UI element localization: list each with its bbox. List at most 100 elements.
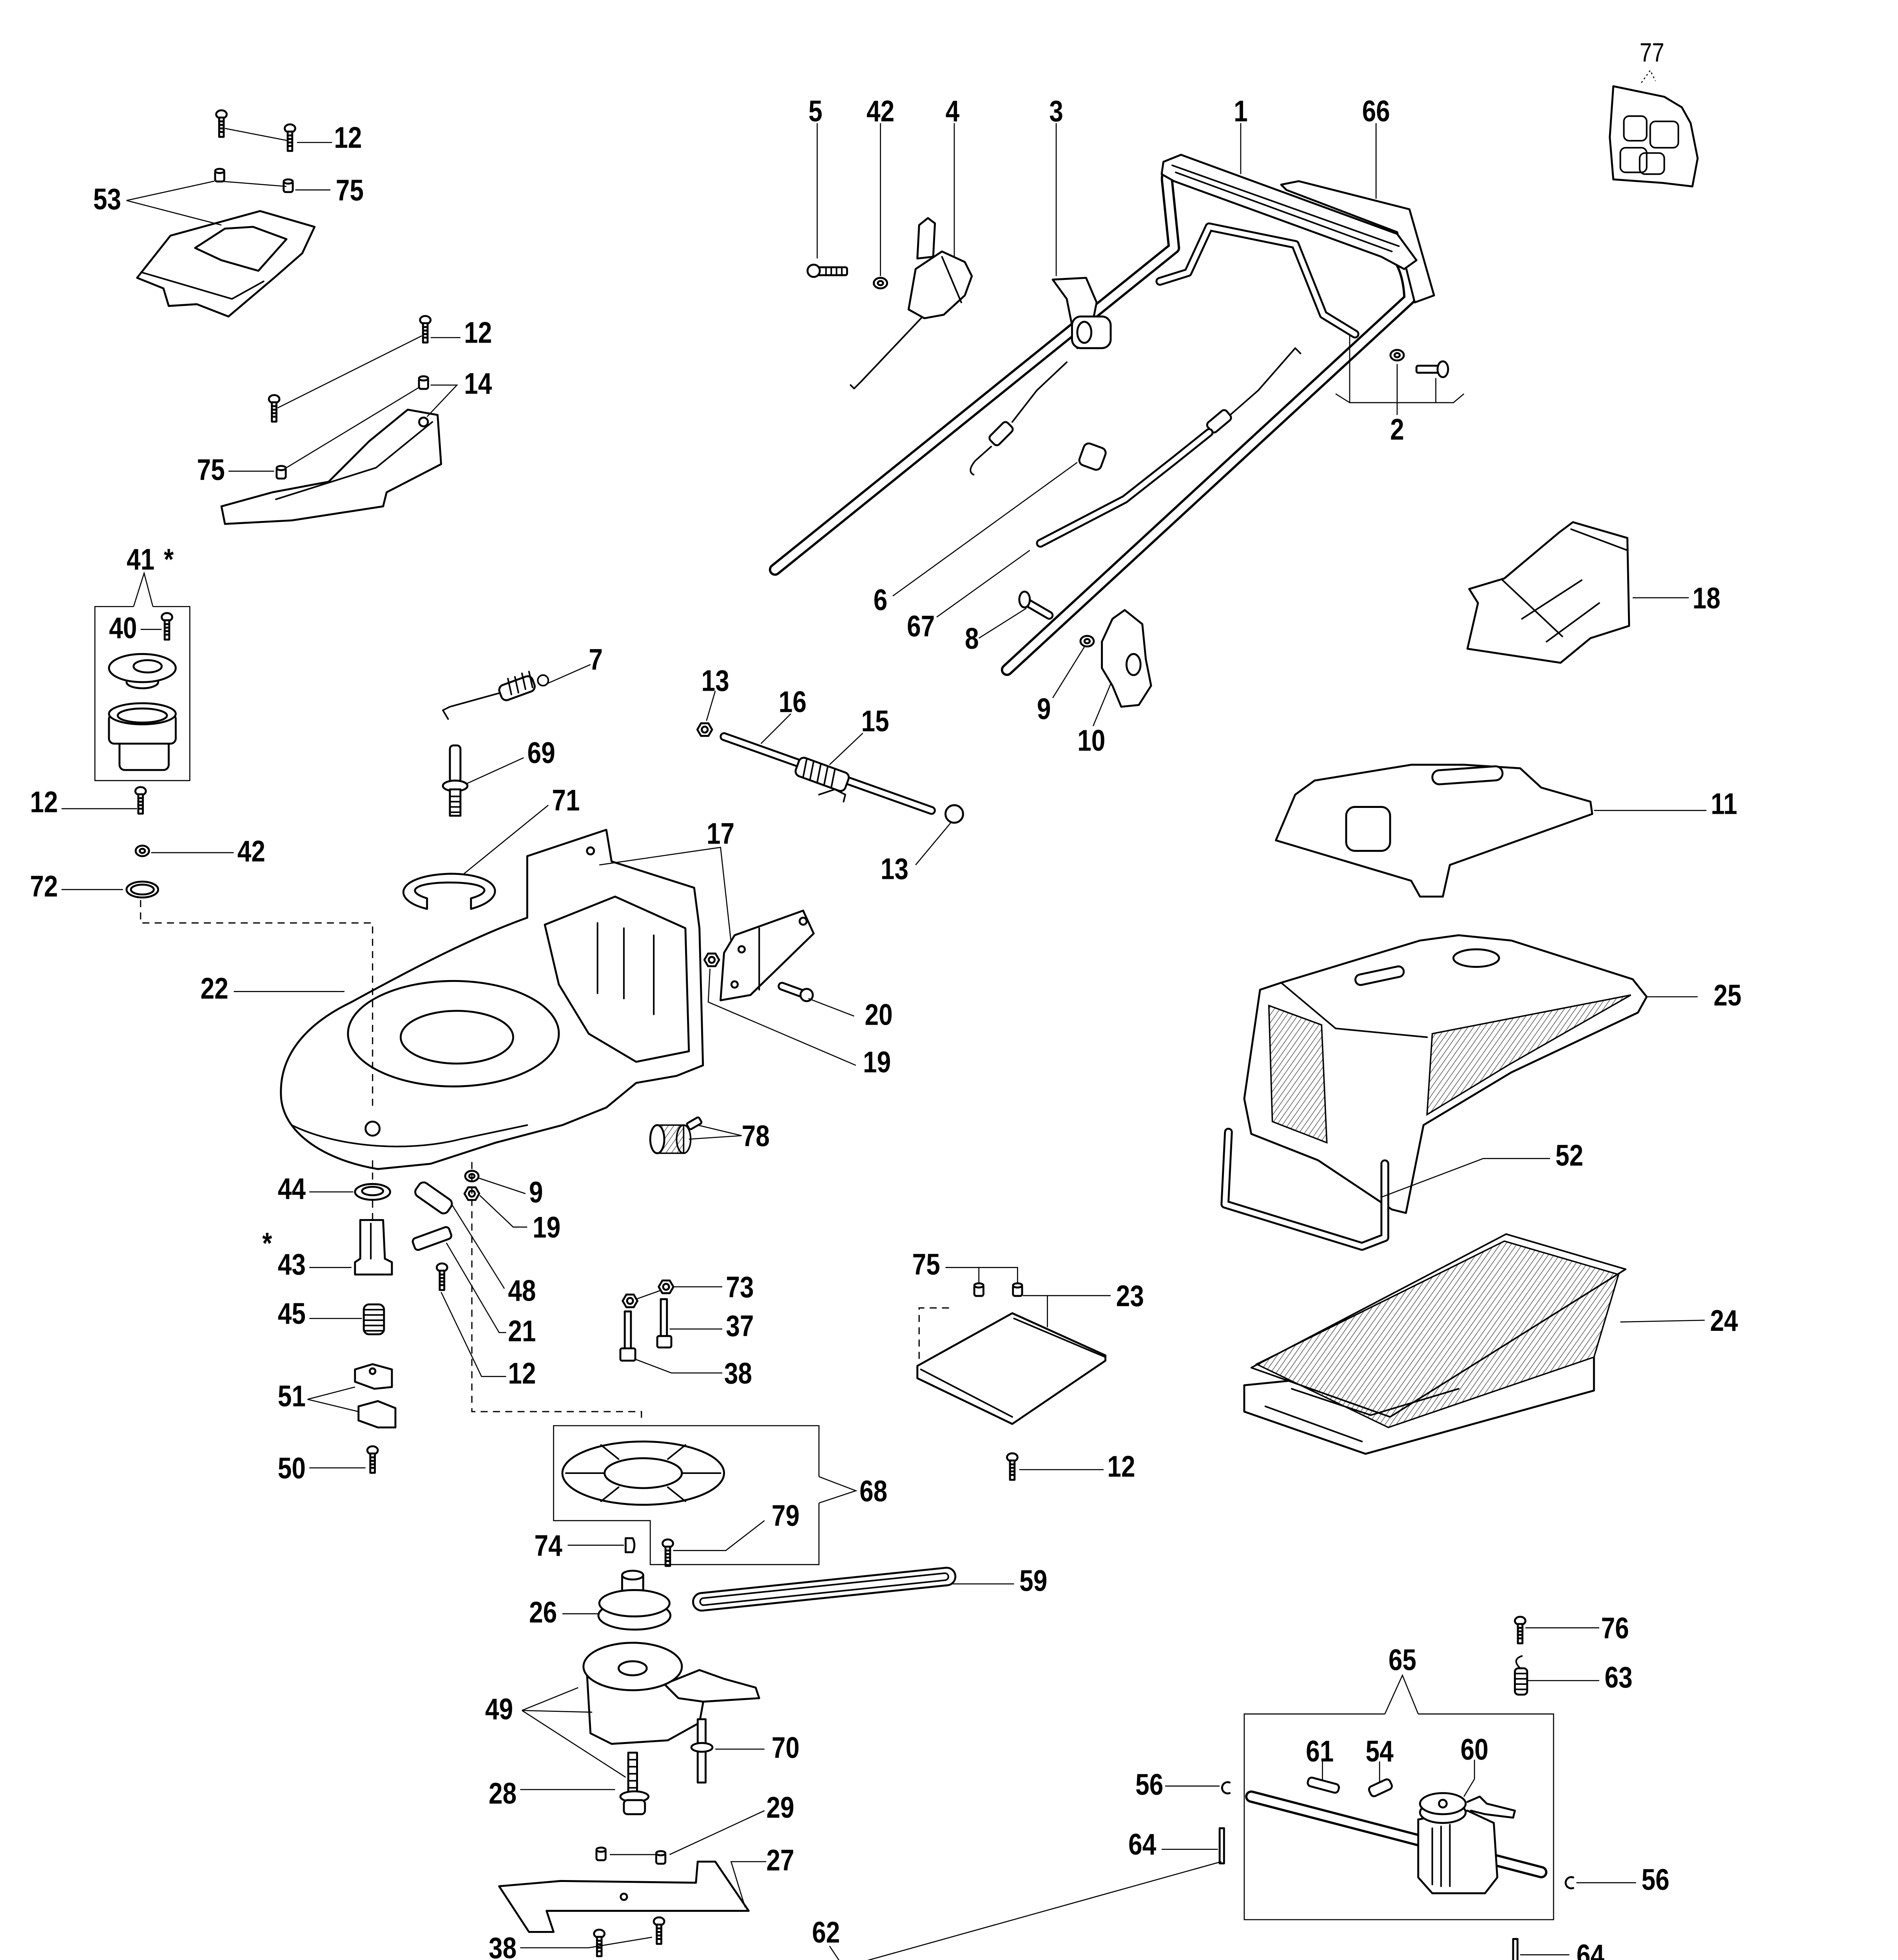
callout-label: 64 — [1128, 1828, 1156, 1861]
callout-label: 42 — [237, 834, 265, 868]
bushing-part — [277, 466, 286, 479]
leader-line — [706, 691, 716, 721]
leader-line — [829, 1861, 1222, 1960]
throttle-lever-part — [907, 250, 973, 319]
handle-grip-part — [1160, 154, 1418, 270]
callout-label: 43 — [278, 1247, 306, 1281]
callout-label: 56 — [1642, 1863, 1670, 1896]
callout-label: 1 — [1234, 94, 1248, 128]
leader-line — [446, 1242, 506, 1333]
callout-label: 63 — [1604, 1661, 1632, 1694]
callout-label: 66 — [1362, 94, 1390, 128]
adjuster-shaft-part — [354, 1219, 393, 1276]
callout-label: 22 — [200, 971, 228, 1005]
stud-bolt-flange — [690, 1742, 714, 1753]
sticker-panel — [1639, 152, 1665, 175]
grass-catcher-top-part — [1275, 764, 1593, 898]
cooling-fan-hub — [604, 1457, 683, 1489]
rear-flap-part — [916, 1312, 1107, 1425]
callout-label: 73 — [726, 1270, 754, 1304]
clamp-hole — [369, 1367, 377, 1375]
torsion-spring-part — [794, 757, 850, 792]
screw-part — [285, 124, 295, 151]
screw-part — [1007, 1453, 1017, 1480]
leader-line — [277, 335, 422, 408]
screw-part — [269, 395, 279, 422]
leader-line — [426, 384, 459, 417]
callout-label: 13 — [881, 852, 908, 886]
label-sticker-part — [1609, 85, 1699, 188]
leader-line — [599, 847, 732, 942]
callout-label: 76 — [1601, 1611, 1629, 1645]
support-bracket-rib — [275, 421, 433, 500]
callout-label: 12 — [334, 121, 362, 154]
callout-label: 51 — [278, 1379, 306, 1413]
callout-label: 42 — [867, 94, 894, 128]
callout-label: 64 — [1577, 1938, 1604, 1960]
handle-bolt-head — [1018, 590, 1031, 609]
deck-bracket-hole — [586, 846, 595, 856]
long-bolt-part — [624, 1310, 632, 1351]
pin-part — [1512, 1938, 1519, 1960]
screw-part — [654, 1917, 664, 1944]
clutch-bracket — [663, 1669, 760, 1703]
cable-clip-part — [1078, 442, 1107, 471]
leader-line — [451, 1204, 505, 1289]
callout-label: 49 — [485, 1692, 513, 1726]
torsion-spring-coils — [802, 759, 836, 789]
blade-center-hole — [620, 1893, 628, 1901]
tension-spring-coils — [507, 671, 533, 695]
leader-line — [1092, 684, 1111, 726]
callout-label: 71 — [552, 783, 580, 817]
roll-pin-part — [1307, 1777, 1340, 1794]
leader-line — [479, 1195, 528, 1228]
leader-line — [1384, 1674, 1419, 1714]
callout-label: 16 — [779, 685, 807, 719]
callout-label: 29 — [766, 1791, 794, 1824]
handle-cover-part — [1280, 180, 1435, 303]
bushing-part — [284, 180, 293, 192]
leader-line — [441, 1292, 506, 1377]
leader-line — [760, 713, 791, 744]
catcher-frame-edge — [1280, 982, 1428, 1038]
leader-line — [465, 757, 524, 785]
spring-wire — [442, 692, 502, 720]
handle-bolt-shaft-inner — [1026, 601, 1052, 618]
deck-chute — [544, 895, 690, 1063]
callout-label: 75 — [336, 173, 364, 207]
leader-line — [936, 550, 1030, 618]
callout-label: 75 — [912, 1247, 940, 1281]
callout-label: 19 — [863, 1045, 891, 1079]
leader-line — [636, 1290, 661, 1300]
spring-hook — [537, 674, 549, 687]
bolt-head — [799, 988, 814, 1002]
deck-adjuster-hole — [364, 1120, 381, 1137]
callout-label: 23 — [1116, 1279, 1144, 1313]
screw-part — [1515, 1617, 1525, 1643]
long-bolt-part — [660, 1298, 668, 1339]
leader-line — [1381, 1158, 1550, 1198]
callout-label: 9 — [529, 1175, 543, 1209]
pivot-pin-thread — [449, 788, 462, 817]
rear-bracket-hole — [730, 980, 739, 989]
callout-label: 5 — [809, 94, 823, 128]
leader-line — [307, 1387, 359, 1412]
catcher-frame-mesh — [1426, 994, 1632, 1116]
leader-bracket — [1335, 393, 1465, 403]
catcher-rim-part — [1222, 1129, 1387, 1249]
bushing-part — [596, 1847, 605, 1860]
callout-label: 48 — [508, 1274, 536, 1307]
pivot-pin-threadlines — [449, 795, 461, 813]
callout-label: 2 — [1390, 412, 1404, 446]
drive-cable-hook — [970, 446, 992, 475]
bushing-part — [1013, 1283, 1022, 1296]
callout-label: 61 — [1306, 1734, 1334, 1768]
callout-label: 52 — [1555, 1138, 1583, 1172]
kit-box-65 — [1244, 1713, 1554, 1920]
callout-label: 68 — [859, 1474, 887, 1508]
washer-part — [874, 278, 887, 289]
callout-label: 77 — [1640, 38, 1664, 68]
throttle-cable — [850, 314, 925, 390]
rear-flap-hinge — [920, 1318, 1106, 1418]
cover-plate-part — [136, 210, 316, 318]
